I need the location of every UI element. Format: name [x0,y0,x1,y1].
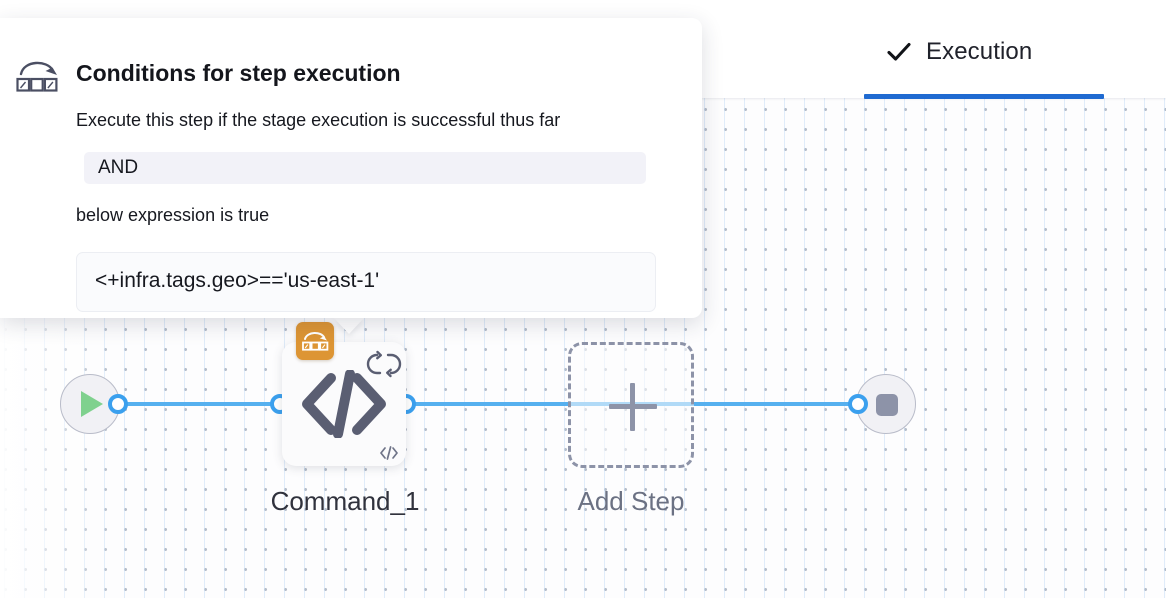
step-node-label: Command_1 [270,486,420,516]
conditions-tooltip: Conditions for step execution Execute th… [0,18,702,318]
tooltip-condition-line-2: below expression is true [76,205,270,225]
active-tab-underline [864,94,1104,99]
condition-operator-field: AND [84,152,646,184]
connector-dot-end[interactable] [848,394,868,414]
connector-dot-start[interactable] [108,394,128,414]
code-snippet-icon [380,446,398,460]
add-step-label: Add Step [577,486,685,516]
connector-start-to-step [112,402,290,406]
tooltip-pointer [334,318,364,334]
tooltip-title: Conditions for step execution [76,60,401,86]
conditional-execution-icon [16,61,58,92]
tooltip-condition-line-1: Execute this step if the stage execution… [76,110,561,130]
tab-execution-label: Execution [926,38,1033,65]
play-icon [81,391,103,417]
condition-operator-value: AND [98,157,139,178]
condition-expression-field: <+infra.tags.geo>=='us-east-1' [76,252,656,312]
tab-execution[interactable]: Execution [886,38,1032,66]
retry-loop-icon [366,350,402,378]
condition-expression-value: <+infra.tags.geo>=='us-east-1' [95,269,380,292]
code-brackets-icon [302,370,386,438]
check-icon [886,39,912,65]
step-conditional-execution-badge[interactable] [296,322,334,360]
conditional-execution-icon [302,332,329,351]
stop-icon [876,394,898,416]
plus-icon-vertical [630,383,635,431]
add-step-button[interactable] [568,342,694,468]
step-node-command[interactable] [282,322,406,466]
